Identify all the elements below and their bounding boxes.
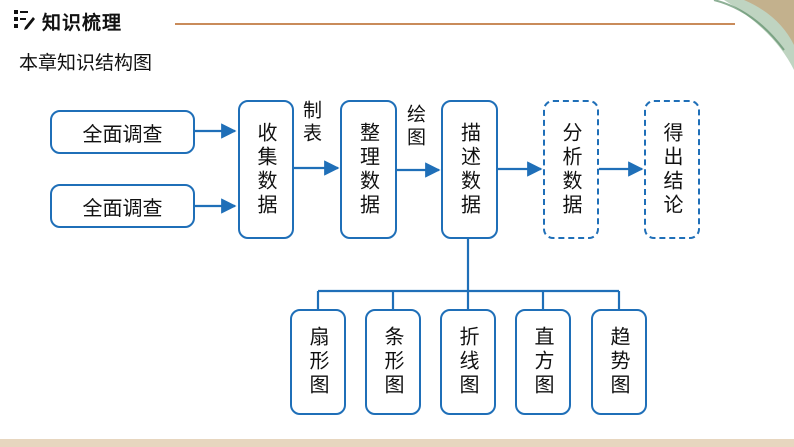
chart-type-line: 折线图 bbox=[440, 309, 496, 415]
chart-type-label: 趋势图 bbox=[607, 326, 631, 398]
chart-type-trend: 趋势图 bbox=[591, 309, 647, 415]
notes-edit-icon bbox=[12, 7, 36, 35]
step-collect-data: 收集数据 bbox=[238, 100, 294, 239]
header-divider bbox=[175, 23, 735, 25]
chart-type-bar: 条形图 bbox=[365, 309, 421, 415]
source-box-1: 全面调查 bbox=[50, 110, 195, 154]
edge-label-plot: 绘图 bbox=[404, 104, 426, 150]
source-label: 全面调查 bbox=[82, 121, 163, 146]
chart-type-label: 折线图 bbox=[456, 326, 480, 398]
step-label: 收集数据 bbox=[254, 121, 278, 218]
step-label: 得出结论 bbox=[660, 121, 684, 218]
step-organize-data: 整理数据 bbox=[340, 100, 397, 239]
step-label: 整理数据 bbox=[356, 121, 381, 218]
source-box-2: 全面调查 bbox=[50, 184, 195, 228]
step-label: 描述数据 bbox=[457, 121, 482, 218]
chart-type-histogram: 直方图 bbox=[515, 309, 571, 415]
chart-type-label: 直方图 bbox=[531, 326, 555, 398]
step-describe-data: 描述数据 bbox=[441, 100, 498, 239]
source-label: 全面调查 bbox=[82, 195, 163, 220]
leaf-decoration bbox=[684, 0, 794, 70]
step-analyze-data: 分析数据 bbox=[543, 100, 599, 239]
step-label: 分析数据 bbox=[559, 121, 583, 218]
bottom-border bbox=[0, 439, 794, 447]
chart-type-pie: 扇形图 bbox=[290, 309, 346, 415]
edge-label-tabulate: 制表 bbox=[300, 100, 322, 146]
section-title: 知识梳理 bbox=[42, 11, 123, 34]
step-draw-conclusion: 得出结论 bbox=[644, 100, 700, 239]
chart-type-label: 扇形图 bbox=[306, 326, 330, 398]
page-subtitle: 本章知识结构图 bbox=[19, 52, 153, 74]
section-header: 知识梳理 bbox=[12, 6, 122, 36]
chart-type-label: 条形图 bbox=[381, 326, 405, 398]
